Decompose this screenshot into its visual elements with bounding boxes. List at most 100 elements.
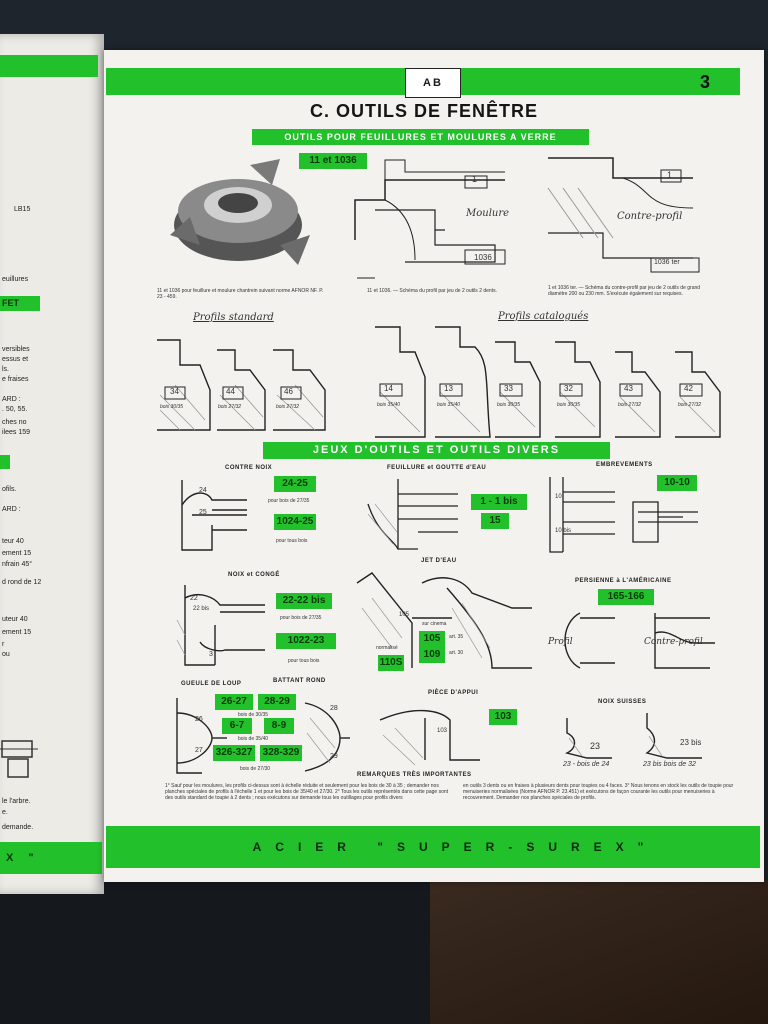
left-page-text: ou (2, 651, 10, 658)
left-page-text: le l'arbre. (2, 798, 31, 805)
tool-tag: 24-25 (274, 476, 316, 492)
section-label: NOIX SUISSES (598, 699, 647, 705)
caption-left: 11 et 1036 pour feuillure et moulure cha… (157, 288, 324, 300)
profile-wood: bois 27/32 (276, 404, 300, 410)
standard-profiles-drawing (157, 339, 326, 431)
tool-note: pour bois de 27/35 (268, 498, 310, 504)
left-page-text: nfrain 45° (2, 561, 33, 568)
left-page-text: d rond de 12 (2, 579, 42, 586)
tool-note: 23 - bois de 24 (563, 761, 610, 768)
tool-tag: 326-327 (213, 745, 255, 761)
contre-profil-drawing (547, 157, 700, 273)
profile-code: 14 (384, 384, 393, 393)
left-page-text: ilees 159 (2, 429, 31, 436)
caption-right: 1 et 1036 ter. — Schéma du contre-profil… (548, 285, 701, 297)
profils-catalogues-heading: Profils catalogués (498, 311, 589, 322)
piece-appui-drawing (379, 709, 480, 766)
tool-note: art. 30 (449, 650, 464, 656)
left-page-text: versibles (2, 346, 30, 353)
profile-wood: bois 30/35 (160, 404, 184, 410)
section-label: NOIX et CONGÉ (228, 572, 280, 578)
remarks-left: 1° Sauf pour les moulures, les profils c… (165, 783, 449, 801)
left-page-text: . 50, 55. (2, 406, 28, 413)
profile-code: 34 (170, 387, 179, 396)
profile-code: 32 (564, 384, 573, 393)
left-page-top-bar (0, 55, 98, 77)
dim-label: 103 (437, 728, 448, 734)
wood-surface (430, 880, 768, 1024)
profile-wood: bois 35/40 (437, 402, 461, 408)
profile-wood: bois 30/35 (497, 402, 521, 408)
tool-note: pour tous bois (276, 538, 308, 544)
tool-tag: 22-22 bis (276, 593, 332, 609)
battant-rond-drawing (304, 702, 350, 772)
moulure-label: Moulure (466, 208, 510, 219)
left-page-bottom-bar (0, 842, 102, 874)
section-label: FEUILLURE et GOUTTE d'EAU (387, 465, 487, 471)
left-page-text: r (2, 641, 5, 648)
tool-tag: 11 et 1036 (299, 153, 367, 169)
tool-tag: 8-9 (264, 718, 294, 734)
left-page-bottom-text: X " (6, 852, 40, 864)
profile-wood: bois 30/35 (557, 402, 581, 408)
tool-note: 23 bis bois de 32 (643, 761, 696, 768)
page-title: C. OUTILS DE FENÊTRE (310, 101, 539, 121)
left-page-text: ement 15 (2, 629, 32, 636)
jet-eau-drawing (356, 572, 532, 669)
profile-code: 33 (504, 384, 513, 393)
section-subtitle-bar: OUTILS POUR FEUILLURES ET MOULURES A VER… (252, 129, 589, 145)
tool-tag: 28-29 (258, 694, 296, 710)
tool-note: pour tous bois (288, 658, 320, 664)
profile-code: 44 (226, 387, 235, 396)
remarks-heading: REMARQUES TRÈS IMPORTANTES (357, 772, 472, 778)
left-page-tag (0, 455, 10, 469)
tool-tag: 110S (378, 655, 404, 671)
section-label: JET D'EAU (421, 558, 457, 564)
catalog-profiles-drawing (375, 326, 721, 438)
section-label: PERSIENNE à L'AMÉRICAINE (575, 578, 672, 584)
left-page-text: teur 40 (2, 538, 24, 545)
left-page-text: essus et (2, 356, 29, 363)
dim-label: 25 (199, 509, 207, 516)
tool-tag: 105 (419, 631, 445, 647)
left-page-text: ches no (2, 419, 27, 426)
caption-mid: 11 et 1036. — Schéma du profil par jeu d… (367, 288, 497, 294)
tool-tag: 165-166 (598, 589, 654, 605)
left-page-text: uteur 40 (2, 616, 28, 623)
left-page-text: ARD : (2, 506, 21, 513)
contre-profil-label: Contre-profil (617, 211, 683, 222)
profile-wood: bois 27/32 (218, 404, 242, 410)
dim-label: 3 (209, 651, 213, 658)
section-label: PIÈCE D'APPUI (428, 690, 479, 696)
embrevements-drawing-2 (632, 501, 698, 543)
persienne-drawing (564, 612, 715, 669)
dim-label: 22 (190, 595, 198, 602)
left-page-text: ls. (2, 366, 9, 373)
tool-tag: 103 (489, 709, 517, 725)
contre-profil-label: Contre-profil (644, 637, 703, 647)
tool-note: bois de 30/35 (238, 712, 269, 718)
remarks-right: en outils 3 dents ou en fraises à plusie… (463, 783, 734, 801)
gueule-loup-drawing (176, 698, 227, 774)
profile-wood: bois 27/32 (618, 402, 642, 408)
profile-wood: bois 35/40 (377, 402, 401, 408)
tool-tag: 1022-23 (276, 633, 336, 649)
feuillure-drawing (367, 479, 458, 550)
section-label: BATTANT ROND (273, 678, 326, 684)
dim-label: 10 (555, 494, 562, 500)
dim-label: 24 (199, 487, 207, 494)
left-page-text: demande. (2, 824, 34, 831)
profile-label: 1 (472, 174, 478, 184)
left-page-drawing (0, 740, 38, 778)
tool-note: bois de 27/30 (240, 766, 271, 772)
noix-suisses-drawing (564, 713, 702, 759)
tool-tag: 1 - 1 bis (471, 494, 527, 510)
tool-tag: 6-7 (222, 718, 252, 734)
tool-note: pour bois de 27/35 (280, 615, 322, 621)
dim-label: 23 bis (680, 738, 702, 747)
cutter-tool-image (170, 159, 310, 265)
bottom-green-bar (106, 826, 760, 868)
section-label: EMBREVEMENTS (596, 462, 653, 468)
profile-code: 43 (624, 384, 633, 393)
tool-note: sur cinema (422, 621, 447, 627)
